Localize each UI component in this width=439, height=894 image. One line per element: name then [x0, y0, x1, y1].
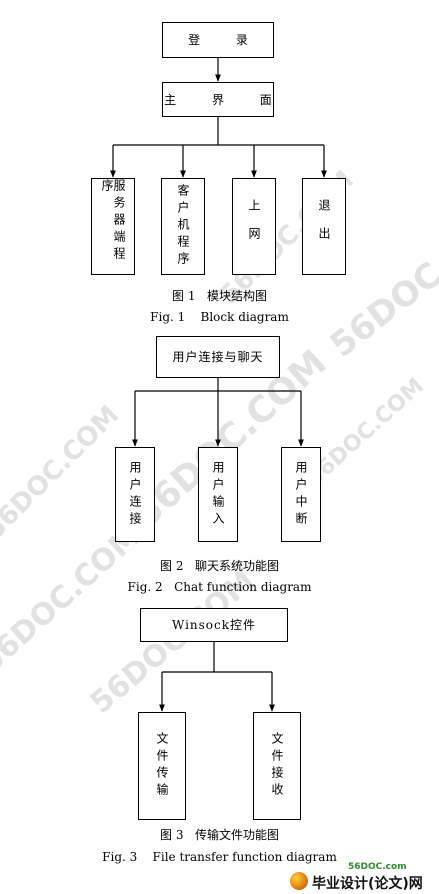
figure2-caption-cn: 图 2 聊天系统功能图 — [160, 559, 279, 573]
logo-name: 毕业设计(论文)网 — [312, 876, 423, 892]
user-interrupt-box: 用户中断 — [281, 447, 321, 542]
figure1-caption-en: Fig. 1 Block diagram — [150, 310, 289, 324]
figure1-caption-cn: 图 1 模块结构图 — [172, 289, 267, 303]
login-box: 登 录 — [162, 22, 274, 58]
figure3-caption-cn: 图 3 传输文件功能图 — [160, 828, 279, 842]
file-receive-box: 文件接收 — [253, 712, 301, 820]
exit-box: 退出 — [302, 178, 346, 275]
winsock-box: Winsock控件 — [140, 608, 288, 642]
chat-box: 用户连接与聊天 — [156, 336, 280, 378]
file-send-box: 文件传输 — [138, 712, 186, 820]
logo-ball-icon — [290, 872, 308, 890]
site-logo: 56DOC.com 毕业设计(论文)网 — [288, 862, 436, 892]
figure3-caption-en: Fig. 3 File transfer function diagram — [102, 850, 337, 864]
client-program-box: 客户机程序 — [161, 178, 205, 275]
user-input-box: 用户输入 — [198, 447, 238, 542]
server-program-box: 服务器端程序 — [91, 178, 135, 275]
online-box: 上网 — [232, 178, 276, 275]
figure2-caption-en: Fig. 2 Chat function diagram — [127, 580, 312, 594]
main-interface-box: 主 界 面 — [162, 82, 274, 117]
logo-url: 56DOC.com — [348, 862, 407, 872]
user-connect-box: 用户连接 — [115, 447, 155, 542]
